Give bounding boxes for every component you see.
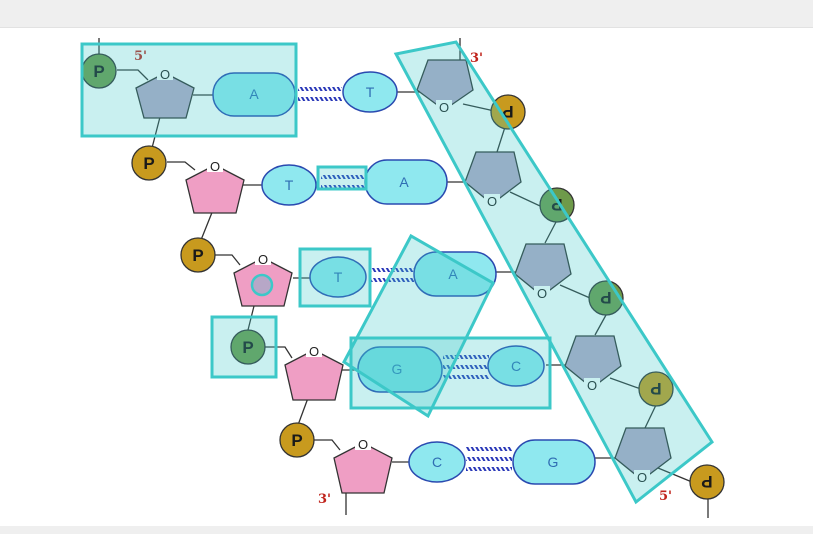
svg-text:G: G	[548, 454, 559, 470]
svg-text:O: O	[210, 159, 220, 174]
left-sugar-4: O	[285, 344, 343, 400]
svg-text:P: P	[192, 246, 203, 265]
left-sugar-3: O	[234, 252, 292, 306]
left-phosphate-5: P	[280, 423, 314, 457]
label-5-prime-bottom: 5'	[659, 489, 672, 504]
right-base-2: A	[365, 160, 447, 204]
svg-text:O: O	[258, 252, 268, 267]
highlight-overlays	[82, 42, 712, 502]
left-phosphate-3: P	[181, 238, 215, 272]
highlight-hbond-box[interactable]	[318, 167, 366, 189]
svg-text:T: T	[366, 84, 375, 100]
svg-text:P: P	[143, 154, 154, 173]
svg-text:C: C	[432, 454, 442, 470]
svg-text:O: O	[358, 437, 368, 452]
label-3-prime-top: 3'	[470, 51, 483, 66]
left-phosphate-2: P	[132, 146, 166, 180]
left-base-2: T	[262, 165, 316, 205]
svg-text:T: T	[285, 177, 294, 193]
highlight-circle	[252, 275, 272, 295]
svg-text:P: P	[291, 431, 302, 450]
left-sugar-2: O	[186, 159, 244, 213]
highlight-nucleotide-box[interactable]	[82, 44, 296, 136]
highlight-base-box[interactable]	[300, 249, 370, 306]
left-sugar-5: O	[334, 437, 392, 493]
svg-text:O: O	[309, 344, 319, 359]
label-3-prime-bottom: 3'	[318, 492, 331, 507]
right-base-1: T	[343, 72, 397, 112]
right-base-5: G	[513, 440, 595, 484]
left-base-5: C	[409, 442, 465, 482]
highlight-phosphate-box[interactable]	[212, 317, 276, 377]
right-phosphate-5: P	[690, 465, 724, 499]
svg-text:P: P	[701, 472, 712, 491]
svg-text:A: A	[399, 174, 409, 190]
